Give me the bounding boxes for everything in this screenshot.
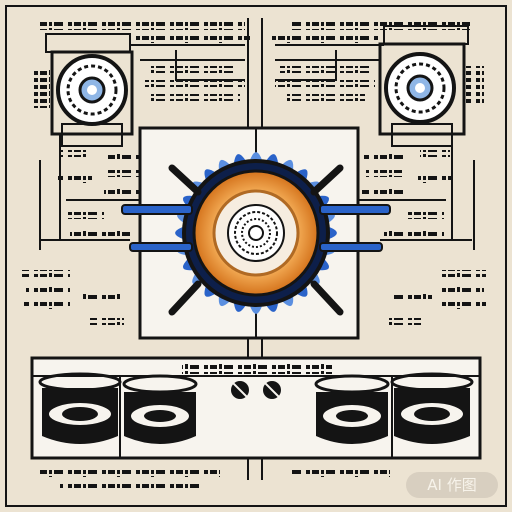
flame-tongue (249, 304, 263, 314)
flame-tongue (327, 226, 337, 240)
flame-tongue (175, 226, 185, 240)
footer-text-block (40, 470, 390, 490)
burner-icon (182, 159, 330, 307)
gas-pipes (121, 204, 391, 252)
left-pot-icon (38, 372, 198, 444)
right-label-block (275, 66, 486, 325)
left-gear-icon (45, 33, 134, 147)
left-label-block (22, 66, 245, 325)
right-gear-icon (378, 25, 469, 147)
watermark-badge: AI 作图 (406, 472, 498, 498)
control-knob-icon (229, 379, 283, 401)
header-text-block (40, 22, 470, 43)
grate-arms (168, 164, 344, 316)
flame-tongue (249, 152, 263, 162)
right-pot-icon (314, 372, 474, 444)
